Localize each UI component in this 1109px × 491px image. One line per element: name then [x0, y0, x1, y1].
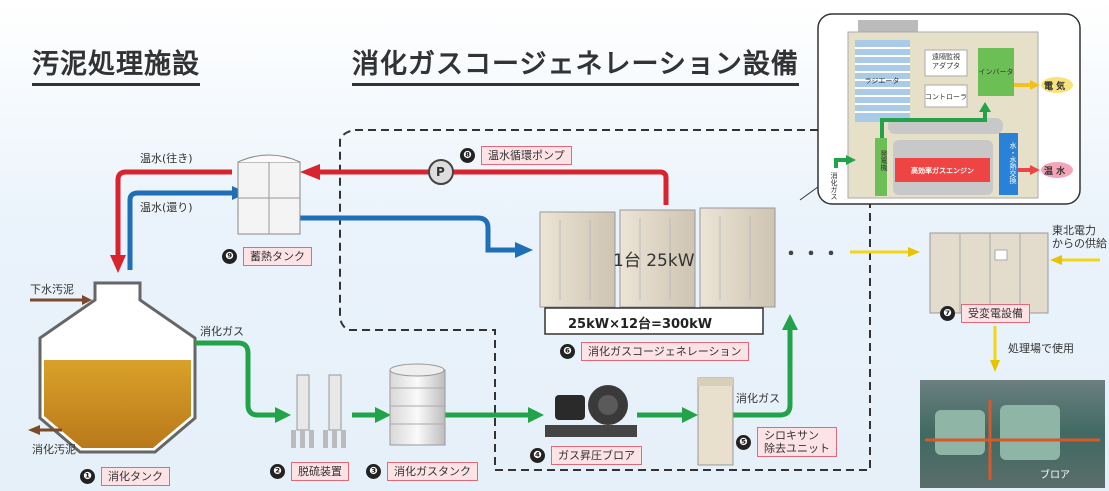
item-number: ❻: [560, 344, 575, 359]
cogen-unit-3: [699, 207, 776, 308]
item-gas-blower: ❹ ガス昇圧ブロア: [530, 446, 642, 465]
hot-water-pipe-left: [115, 169, 232, 255]
item-siloxane-unit: ❺ シロキサン 除去ユニット: [736, 427, 837, 457]
sewage-in-arrow: [82, 295, 92, 305]
return-pipe: [127, 190, 232, 270]
item-number: ❽: [460, 148, 475, 163]
inset-controller: コントローラ: [925, 93, 967, 101]
hot-water-return-label: 温水(還り): [140, 201, 193, 214]
item-number: ❼: [940, 306, 955, 321]
sludge-out-arrow: [28, 425, 40, 435]
usage-arrow: [990, 360, 1000, 372]
substation: [929, 232, 1049, 314]
item-cogeneration: ❻ 消化ガスコージェネレーション: [560, 342, 749, 361]
pump-letter: P: [436, 165, 445, 179]
ellipsis-more-units: ・・・: [782, 244, 842, 265]
item-number: ❺: [736, 434, 751, 450]
gas-label-2: 消化ガス: [736, 392, 780, 405]
total-capacity-formula: 25kW×12台=300kW: [568, 317, 713, 332]
item-hot-water-pump: ❽ 温水循環ポンプ: [460, 146, 572, 165]
cogen-unit-2: [619, 209, 696, 308]
item-label: 消化ガスタンク: [387, 462, 478, 481]
formula-box: [544, 307, 764, 335]
item-heat-storage-tank: ❾ 蓄熱タンク: [222, 247, 312, 266]
digestion-tank: [38, 281, 197, 454]
item-label: 消化タンク: [101, 467, 170, 486]
item-number: ❸: [366, 464, 381, 479]
item-number: ❾: [222, 249, 237, 264]
gas-arrow-2: [375, 407, 391, 423]
inset-hot-water: 温 水: [1044, 167, 1066, 177]
grid-supply-label: 東北電力 からの供給: [1052, 224, 1107, 250]
title-sludge-facility: 汚泥処理施設: [32, 42, 200, 86]
sludge-out-label: 消化汚泥: [32, 443, 76, 456]
item-label: シロキサン 除去ユニット: [757, 427, 837, 457]
gas-pipe-1: [195, 340, 275, 418]
title-cogeneration: 消化ガスコージェネレーション設備: [352, 42, 799, 86]
sewage-in-label: 下水汚泥: [30, 283, 74, 296]
cogen-unit-1: [539, 211, 616, 308]
siloxane-unit: [697, 377, 734, 466]
inset-electricity: 電 気: [1044, 82, 1066, 92]
inset-adapter: 遠隔監視 アダプタ: [932, 53, 960, 70]
blower-photo: [920, 380, 1105, 488]
item-number: ❹: [530, 448, 545, 463]
heat-storage-tank: [237, 154, 301, 235]
gas-pipe-5: [733, 330, 793, 418]
inset-inverter: インバータ: [978, 68, 1014, 76]
gas-arrow-4: [682, 407, 698, 423]
inset-radiator: ラジエータ: [864, 77, 900, 85]
item-desulfurizer: ❷ 脱硫装置: [270, 462, 349, 481]
hot-water-out-label: 温水(往き): [140, 152, 193, 165]
item-label: ガス昇圧ブロア: [551, 446, 642, 465]
return-pipe-right: [300, 215, 515, 253]
inset-generator: 発電機: [880, 150, 888, 171]
inset-panel: [799, 13, 1081, 205]
return-arrow-right: [515, 242, 533, 258]
gas-arrow-3: [528, 407, 544, 423]
gas-arrow-1: [275, 407, 291, 423]
hot-water-pipe: [320, 169, 669, 205]
inset-heat-exchanger: 水・水熱交換: [1009, 142, 1017, 184]
grid-supply-arrow: [1050, 255, 1062, 265]
item-gas-tank: ❸ 消化ガスタンク: [366, 462, 478, 481]
item-digestion-tank: ❶ 消化タンク: [80, 467, 170, 486]
hot-water-arrow: [300, 164, 320, 180]
power-arrow: [908, 247, 920, 257]
cogen-boundary: [339, 129, 871, 471]
gas-arrow-5: [782, 314, 798, 330]
item-number: ❷: [270, 464, 285, 479]
desulfurizer: [291, 374, 346, 448]
item-substation: ❼ 受変電設備: [940, 304, 1030, 323]
gas-label-1: 消化ガス: [200, 325, 244, 338]
item-label: 受変電設備: [961, 304, 1030, 323]
unit-capacity-label: 1台 25kW: [613, 251, 695, 271]
photo-caption: ブロア: [1040, 470, 1070, 481]
item-number: ❶: [80, 469, 95, 484]
item-label: 脱硫装置: [291, 462, 349, 481]
item-label: 蓄熱タンク: [243, 247, 312, 266]
pump-symbol-circle: [428, 159, 454, 185]
inset-engine: 高効率ガスエンジン: [911, 167, 974, 175]
blower: [545, 385, 637, 437]
item-label: 温水循環ポンプ: [481, 146, 572, 165]
gas-tank-drum: [389, 363, 446, 446]
inset-gas-in: 消化ガス: [830, 172, 838, 200]
usage-label: 処理場で使用: [1008, 342, 1074, 355]
item-label: 消化ガスコージェネレーション: [581, 342, 749, 361]
hot-water-arrow-down: [110, 255, 126, 273]
